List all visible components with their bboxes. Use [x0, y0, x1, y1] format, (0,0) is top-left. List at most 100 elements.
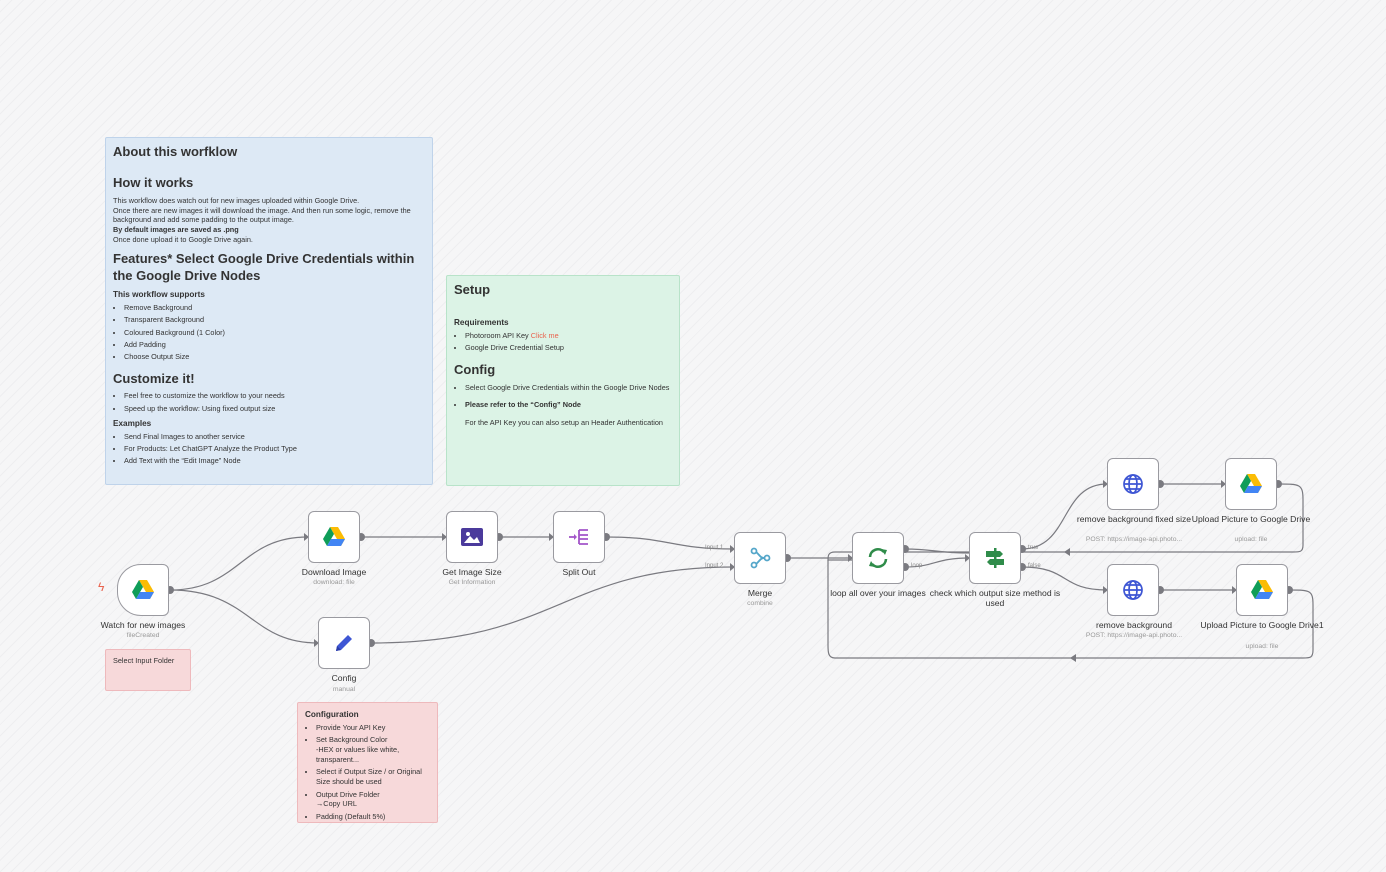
- list-item: Feel free to customize the workflow to y…: [124, 391, 425, 401]
- requirements-title: Requirements: [454, 317, 509, 327]
- trigger-bolt-icon: ϟ: [98, 580, 105, 594]
- list-item: Add Padding: [124, 340, 425, 350]
- node-config[interactable]: [318, 617, 370, 669]
- node-download-image[interactable]: [308, 511, 360, 563]
- edge-label-loop: loop: [911, 563, 923, 569]
- item-subtext: -HEX or values like white, transparent..…: [316, 745, 400, 765]
- node-label: loop all over your images: [830, 588, 926, 598]
- item-text: Output Drive Folder: [316, 789, 380, 799]
- node-label: Upload Picture to Google Drive: [1191, 514, 1311, 524]
- google-drive-icon: [323, 527, 345, 546]
- list-item: Coloured Background (1 Color): [124, 328, 425, 338]
- examples-list: Send Final Images to another service For…: [113, 432, 425, 467]
- node-merge[interactable]: [734, 532, 786, 584]
- about-title: About this worfklow: [113, 144, 238, 159]
- how-bold: By default images are saved as .png: [113, 225, 239, 235]
- node-upload-to-google-drive-1[interactable]: [1236, 564, 1288, 616]
- item-text: Provide Your API Key: [316, 723, 386, 733]
- item-text: Set Background Color: [316, 735, 388, 745]
- config-list: Select Google Drive Credentials within t…: [454, 383, 672, 411]
- node-label: remove background: [1096, 620, 1172, 630]
- node-label: remove background fixed size: [1076, 514, 1192, 524]
- wire-config-merge: [370, 566, 735, 644]
- edge-label-false: false: [1028, 563, 1041, 569]
- item-text: Select if Output Size / or Original Size…: [316, 767, 422, 787]
- wire-loop-check: [904, 557, 970, 568]
- node-subtitle: upload: file: [1234, 536, 1268, 543]
- node-split-out[interactable]: [553, 511, 605, 563]
- loop-icon: [868, 548, 888, 568]
- node-remove-background-fixed-size[interactable]: [1107, 458, 1159, 510]
- features-title: Features* Select Google Drive Credential…: [113, 251, 415, 283]
- edge-label-true: true: [1028, 545, 1039, 551]
- node-subtitle: download: file: [313, 579, 355, 586]
- list-item: For Products: Let ChatGPT Analyze the Pr…: [124, 444, 425, 454]
- item-subtext: →Copy URL: [316, 799, 357, 809]
- wire-loop-done: [904, 548, 970, 554]
- how-line-3: Once done upload it to Google Drive agai…: [113, 235, 253, 245]
- list-item: Remove Background: [124, 303, 425, 313]
- node-upload-to-google-drive[interactable]: [1225, 458, 1277, 510]
- google-drive-icon: [132, 580, 154, 599]
- list-item: Set Background Color-HEX or values like …: [316, 735, 430, 765]
- wire-watch-config: [169, 589, 319, 644]
- how-line-2: Once there are new images it will downlo…: [113, 205, 411, 225]
- examples-title: Examples: [113, 418, 152, 428]
- edge-label-input-1: Input 1: [705, 545, 724, 551]
- node-subtitle: manual: [332, 686, 356, 693]
- node-label: Watch for new images: [100, 620, 186, 630]
- list-item: Output Drive Folder→Copy URL: [316, 790, 430, 810]
- config-bold: Please refer to the “Config” Node: [465, 400, 581, 410]
- wire-upload1-loopback: [827, 483, 1304, 561]
- sticky-note-setup[interactable]: Setup Requirements Photoroom API Key Cli…: [446, 275, 680, 486]
- sticky-note-select-folder[interactable]: Select Input Folder: [105, 649, 191, 691]
- node-label: Download Image: [301, 567, 367, 577]
- configuration-list: Provide Your API Key Set Background Colo…: [305, 723, 430, 822]
- sticky-note-about[interactable]: About this worfklow How it works This wo…: [105, 137, 433, 485]
- node-subtitle: combine: [747, 600, 773, 607]
- wire-watch-download: [169, 536, 309, 591]
- node-label: Config: [331, 673, 357, 683]
- sticky-note-configuration[interactable]: Configuration Provide Your API Key Set B…: [297, 702, 438, 823]
- split-icon: [569, 529, 588, 545]
- node-check-output-size[interactable]: [969, 532, 1021, 584]
- supports-list: Remove Background Transparent Background…: [113, 303, 425, 362]
- node-subtitle: upload: file: [1245, 643, 1279, 650]
- google-drive-icon: [1251, 580, 1273, 599]
- node-label: Get Image Size: [442, 567, 502, 577]
- api-key-link[interactable]: Click me: [530, 330, 559, 340]
- node-subtitle: POST: https://image-api.photo...: [1085, 632, 1183, 639]
- signpost-icon: [986, 548, 1004, 568]
- node-loop[interactable]: [852, 532, 904, 584]
- supports-title: This workflow supports: [113, 289, 205, 299]
- list-item: Photoroom API Key Click me: [465, 331, 672, 341]
- node-subtitle: Get Information: [448, 579, 496, 586]
- list-item: Select if Output Size / or Original Size…: [316, 767, 430, 787]
- list-item: Send Final Images to another service: [124, 432, 425, 442]
- requirements-list: Photoroom API Key Click me Google Drive …: [454, 331, 672, 353]
- wire-check-rb: [1021, 566, 1108, 591]
- node-remove-background[interactable]: [1107, 564, 1159, 616]
- node-subtitle: fileCreated: [126, 632, 160, 639]
- image-icon: [461, 528, 483, 546]
- wire-upload2-loopback: [827, 560, 1314, 659]
- list-item: Provide Your API Key: [316, 723, 430, 733]
- google-drive-icon: [1240, 474, 1262, 493]
- node-label: Merge: [747, 588, 773, 598]
- node-label: Split Out: [562, 567, 596, 577]
- list-item: Google Drive Credential Setup: [465, 343, 672, 353]
- node-subtitle: POST: https://image-api.photo...: [1085, 536, 1183, 543]
- pencil-icon: [336, 635, 352, 651]
- customize-title: Customize it!: [113, 370, 195, 386]
- node-get-image-size[interactable]: [446, 511, 498, 563]
- node-label: check which output size method is used: [929, 588, 1061, 609]
- globe-icon: [1123, 580, 1143, 600]
- node-watch-for-new-images[interactable]: [117, 564, 169, 616]
- configuration-title: Configuration: [305, 710, 359, 719]
- customize-list: Feel free to customize the workflow to y…: [113, 391, 425, 413]
- list-item: Choose Output Size: [124, 352, 425, 362]
- list-item: Padding (Default 5%): [316, 812, 430, 822]
- list-item: Select Google Drive Credentials within t…: [465, 383, 672, 393]
- wire-split-merge: [605, 536, 735, 550]
